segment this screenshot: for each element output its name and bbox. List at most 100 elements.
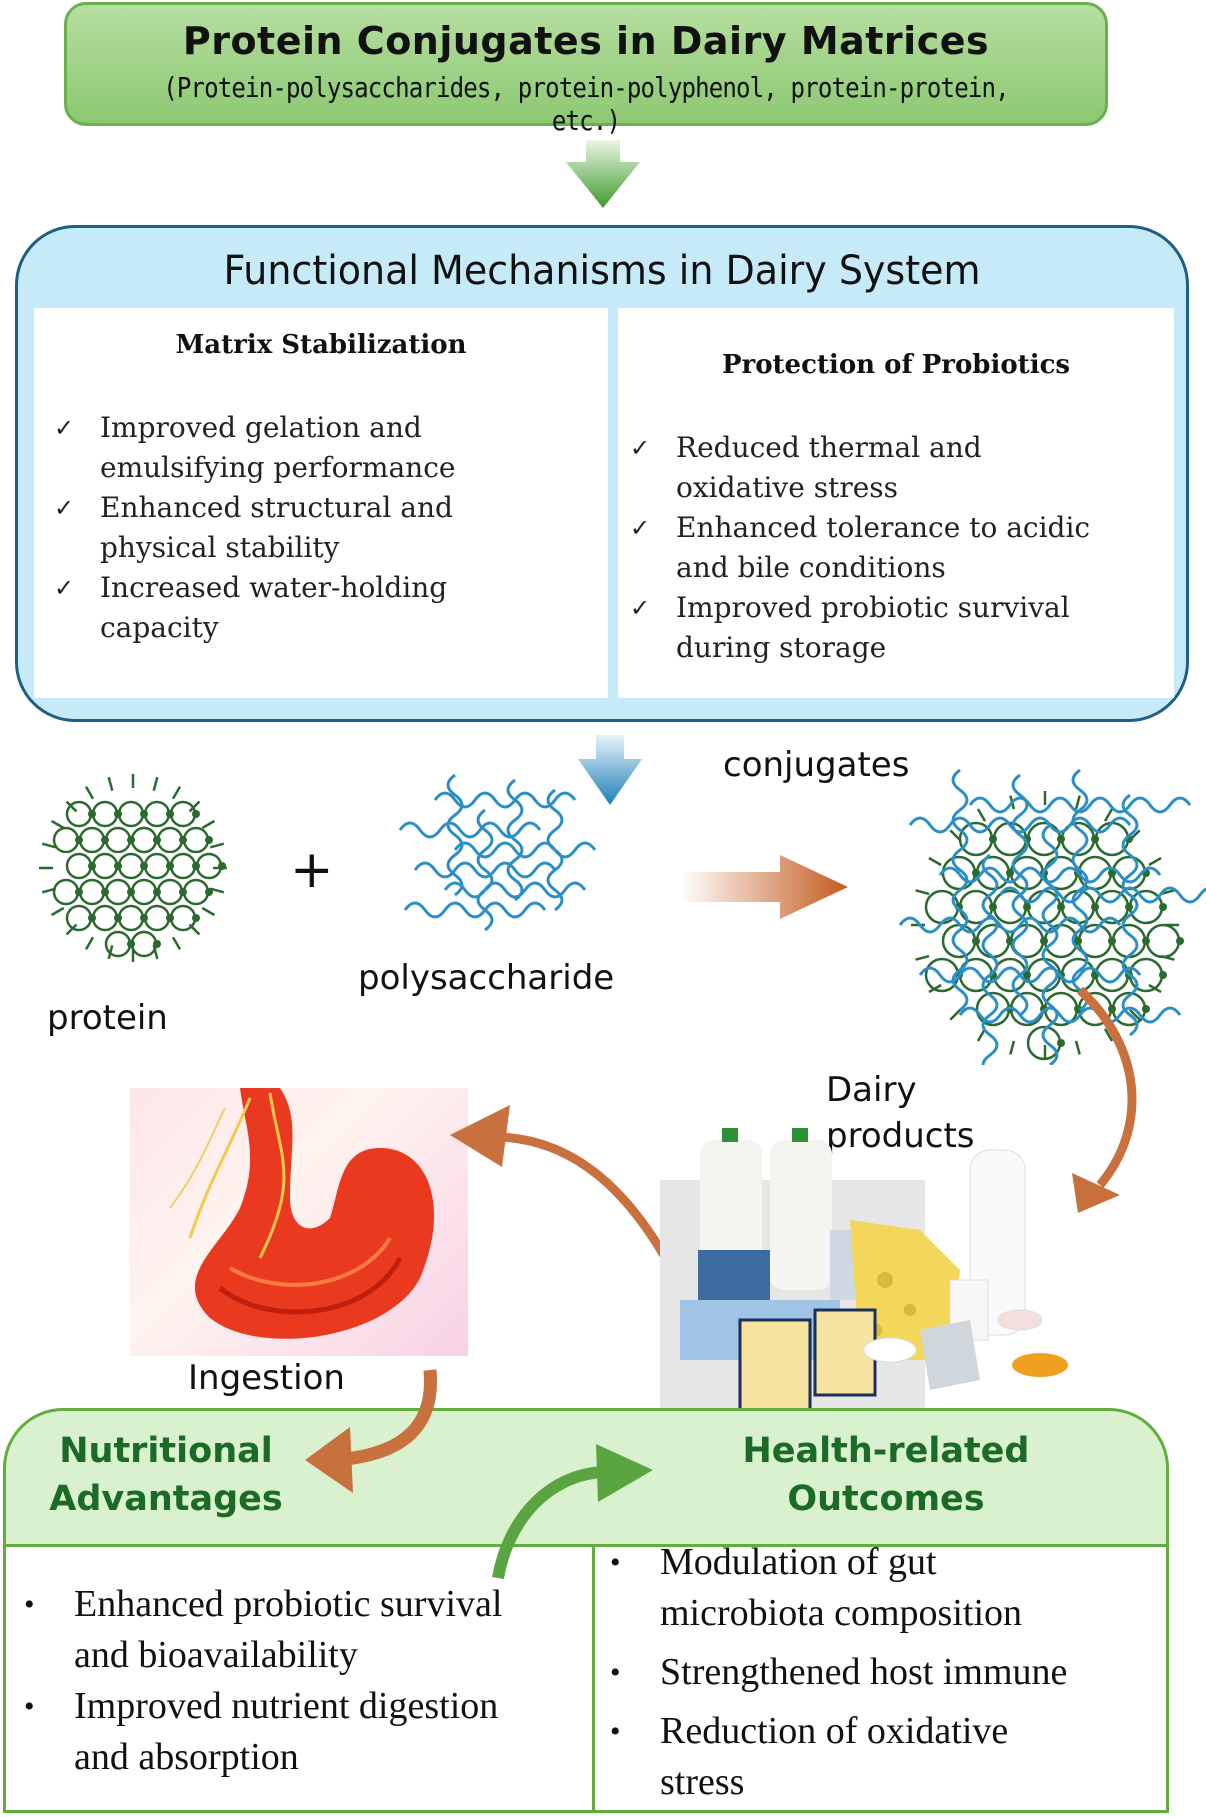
protein-unit [182,826,210,854]
polysaccharide-chain [998,886,1206,904]
protein-unit [143,904,171,932]
protein-branch [976,808,987,822]
protein-branch [152,776,159,792]
protein-branch [1009,1040,1016,1055]
protein-branch [188,923,201,936]
polysaccharide-chain [546,788,564,912]
protein-branch [50,906,65,917]
plus-sign: + [290,840,334,900]
polysaccharide-chain [446,773,464,897]
protein-node [205,836,213,844]
conjugates-label: conjugates [723,745,910,785]
check-icon: ✓ [54,414,75,442]
protein-branch [209,887,225,894]
protein-unit [117,800,145,828]
protein-unit [992,821,1028,857]
polysaccharide-chain [958,1006,1182,1024]
bullet-icon: • [24,1690,35,1723]
polysaccharide-chain [453,841,597,859]
polysaccharide-chain [403,901,547,919]
polysaccharide-chain [968,796,1192,814]
check-icon: ✓ [630,594,651,622]
protein-unit [104,878,132,906]
conjugate-complex-icon [898,768,1206,1065]
list-item-text: capacity [100,611,219,644]
protein-branch [1128,1008,1141,1021]
protein-unit [1128,889,1164,925]
list-item-text: physical stability [100,531,340,564]
health-heading-line1: Health-related [742,1431,1030,1471]
outcomes-content-area [6,1544,1166,1810]
check-icon: ✓ [54,574,75,602]
polysaccharide-chain [951,768,969,1012]
health-outcomes-list: • Modulation of gut microbiota composition… [602,1537,1162,1808]
protein-branch [171,785,182,800]
polysaccharide-chains-icon [398,773,597,932]
probiotic-protection-panel: Protection of Probiotics ✓Reduced therma… [618,308,1174,698]
protein-branch [209,842,225,849]
outcomes-divider [592,1544,595,1810]
polysaccharide-chain [1011,773,1029,1017]
list-item-text: oxidative stress [676,471,899,504]
bullet-icon: • [610,1715,621,1748]
list-item-text: microbiota composition [660,1592,1023,1634]
protein-branch [928,983,942,994]
protein-branch [1074,1040,1081,1055]
protein-branch [1160,954,1175,961]
down-arrow-blue-icon [578,735,642,805]
nutritional-heading-line2: Advantages [49,1479,283,1519]
protein-branch [928,856,942,867]
protein-node [1176,937,1184,945]
protein-branch [65,923,78,936]
list-item-text: Enhanced tolerance to acidic [676,511,1091,544]
protein-unit [1026,957,1062,993]
dairy-label-line2: products [826,1116,975,1156]
protein-node [1159,971,1167,979]
protein-unit [65,852,93,880]
bullet-icon: • [24,1588,35,1621]
curved-arrow-to-dairy-icon [1072,986,1137,1213]
protein-branch [41,887,57,894]
title-box: Protein Conjugates in Dairy Matrices (Pr… [64,2,1108,137]
protein-branch [949,829,962,842]
main-subtitle: (Protein-polysaccharides, protein-polyph… [163,71,1009,137]
protein-molecule-icon [39,774,227,962]
protein-branch [915,954,930,961]
polysaccharide-chain [433,791,577,809]
bullet-icon: • [610,1656,621,1689]
health-outcome-item: •Strengthened host immune [602,1647,1162,1698]
list-item-text: Improved gelation and [100,411,422,444]
mechanisms-title: Functional Mechanisms in Dairy System [223,248,981,294]
list-item-text: and absorption [74,1736,299,1778]
protein-unit [65,904,93,932]
protein-branch [201,906,216,917]
list-item-text: Increased water-holding [100,571,448,604]
matrix-stabilization-heading: Matrix Stabilization [175,330,467,360]
polysaccharide-chain [413,861,557,879]
protein-unit [182,878,210,906]
protein-unit [1145,923,1181,959]
protein-branch [65,800,78,813]
list-item-text: Modulation of gut [660,1541,937,1583]
protein-branch [915,889,930,896]
list-item-text: and bioavailability [74,1634,358,1676]
check-icon: ✓ [630,434,651,462]
protein-unit [130,878,158,906]
protein-branch [107,944,114,960]
protein-unit [78,826,106,854]
protein-unit [1111,923,1147,959]
protein-branch [152,944,159,960]
polysaccharide-chain [918,966,1142,984]
protein-branch [1103,808,1114,822]
protein-unit [52,878,80,906]
protein-unit [143,852,171,880]
protein-unit [104,826,132,854]
polysaccharide-chain [506,778,524,902]
list-item-text: Enhanced structural and [100,491,453,524]
